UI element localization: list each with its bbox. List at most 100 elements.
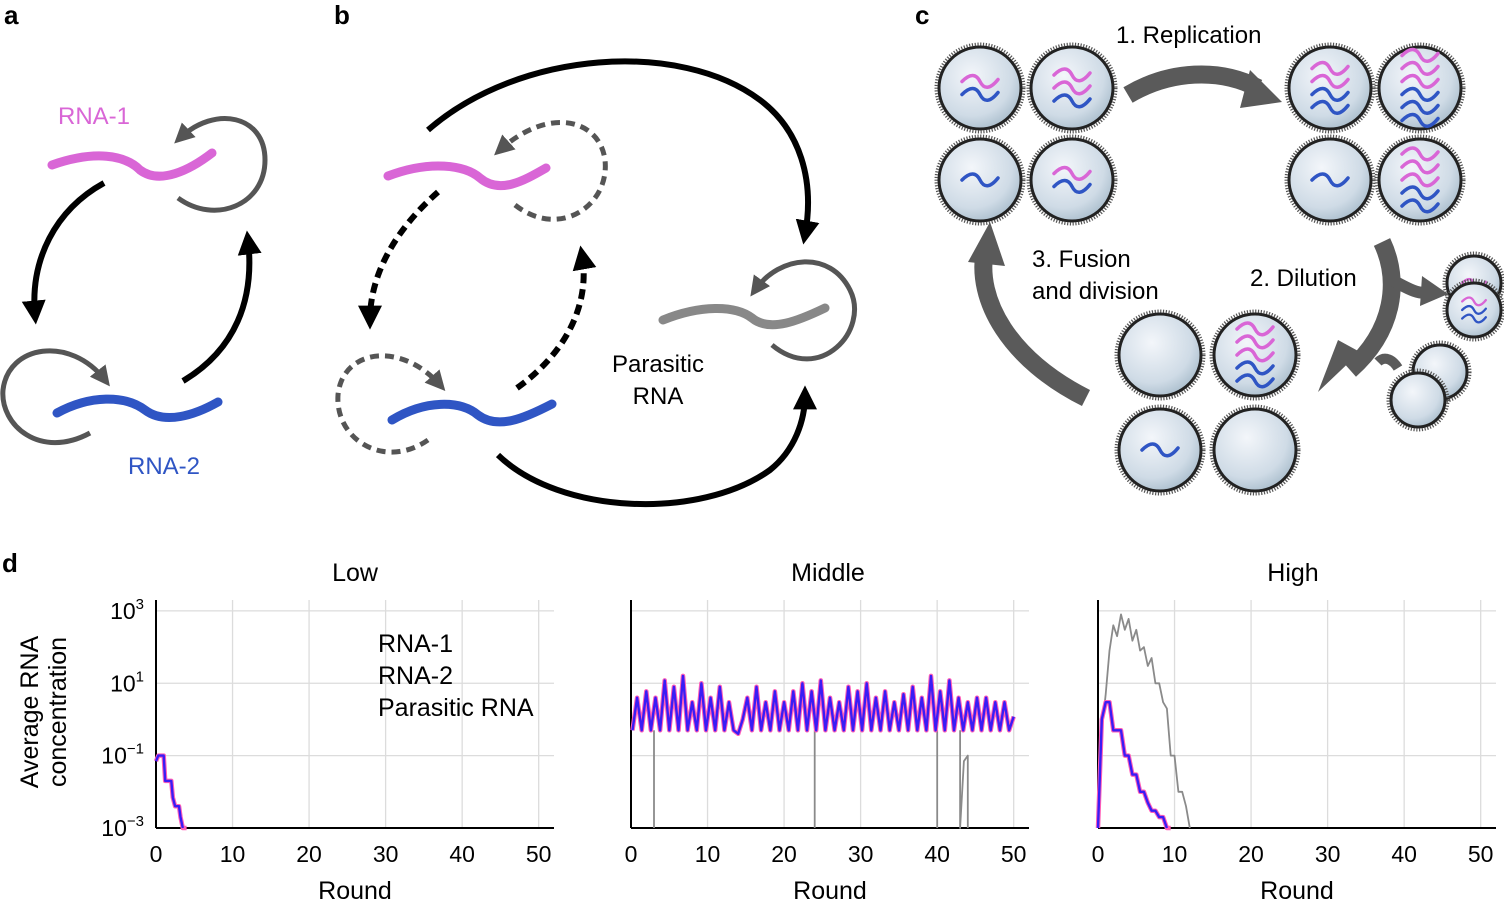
panel-letter-d: d <box>2 548 18 578</box>
chart-title: Middle <box>791 559 865 587</box>
vesicle-replicated-2 <box>1374 42 1466 134</box>
vesicle-replicated-4 <box>1374 134 1466 226</box>
x-tick-label: 50 <box>1468 841 1494 867</box>
rna2-wave <box>1235 373 1275 389</box>
step3-label-line2: and division <box>1032 278 1159 305</box>
vesicle-group <box>934 42 1504 496</box>
b-rna2-to-rna1-dashed-arrow <box>515 245 597 391</box>
dilution-branch2-shaft <box>1374 353 1403 371</box>
rna2-strand <box>52 394 223 422</box>
x-axis-label: Round <box>1260 877 1334 902</box>
x-tick-label: 10 <box>220 841 246 867</box>
legend-entry: Parasitic RNA <box>378 694 534 722</box>
parasitic-rna-label-line1: Parasitic <box>612 351 704 378</box>
vesicle-divided-4 <box>1209 404 1301 496</box>
rna1-wave <box>1235 334 1275 350</box>
y-axis-label-line: Average RNA <box>16 635 44 788</box>
x-axis-label: Round <box>793 877 867 902</box>
vesicle-divided-1 <box>1114 309 1206 401</box>
dilution-arrow-head <box>1318 340 1360 392</box>
rna2-wave <box>1310 86 1350 102</box>
rna1-wave <box>1400 146 1440 162</box>
series-line-parasitic-rna <box>959 730 969 829</box>
step3-label-line1: 3. Fusion <box>1032 246 1131 273</box>
vesicle-diluted-2 <box>1442 278 1504 342</box>
rna1-wave <box>1235 321 1275 337</box>
rna2-wave <box>1400 198 1440 214</box>
rna1-wave <box>1052 67 1092 83</box>
rna2-wave <box>1460 304 1488 315</box>
y-tick-label: 10−3 <box>101 813 144 841</box>
x-tick-label: 20 <box>771 841 797 867</box>
series-line-rna-1 <box>1095 699 1171 831</box>
rna2-wave <box>1235 360 1275 376</box>
replication-arrow-shaft <box>1123 65 1263 103</box>
x-tick-label: 20 <box>296 841 322 867</box>
panel-letter-b: b <box>334 0 350 30</box>
series-line-rna-2 <box>1096 701 1169 829</box>
panel-b: Parasitic RNA <box>335 58 857 508</box>
b-rna1-to-rna2-dashed-arrow <box>358 189 440 330</box>
rna2-to-parasite-arrow <box>495 385 817 508</box>
rna1-to-rna2-arrow <box>21 180 106 325</box>
panel-c: 1. Replication 2. Dilution 3. Fusion and… <box>934 22 1504 496</box>
rna1-wave <box>1400 172 1440 188</box>
b-rna2-loop-arrow <box>335 353 446 455</box>
chart-grid <box>1098 600 1496 828</box>
legend-entry: RNA-2 <box>378 662 453 690</box>
rna2-loop-arrow <box>0 348 110 446</box>
dilution-arrow-shaft <box>1343 238 1401 377</box>
b-rna1-loop-arrow <box>494 120 608 222</box>
rna1-loop-arrow <box>174 116 268 213</box>
x-tick-label: 50 <box>526 841 552 867</box>
rna2-wave <box>1052 178 1092 194</box>
chart-grid <box>156 600 554 828</box>
panel-a: RNA-1 RNA-2 <box>0 103 268 480</box>
x-tick-label: 0 <box>1092 841 1105 867</box>
rna1-wave <box>1235 347 1275 363</box>
y-tick-label: 101 <box>110 668 144 696</box>
fusion-arrow-head <box>968 222 1005 266</box>
replication-arrow-head <box>1240 70 1282 108</box>
chart-title: Low <box>332 559 379 587</box>
x-tick-label: 10 <box>695 841 721 867</box>
x-tick-label: 40 <box>1391 841 1417 867</box>
rna2-wave <box>960 86 1000 102</box>
rna1-wave <box>1310 73 1350 89</box>
x-tick-label: 40 <box>924 841 950 867</box>
x-tick-label: 0 <box>150 841 163 867</box>
y-tick-label: 10−1 <box>101 741 144 769</box>
rna2-wave <box>1400 185 1440 201</box>
vesicle-start-2 <box>1026 42 1118 134</box>
series-line-parasitic-rna <box>1097 613 1191 829</box>
x-tick-label: 0 <box>625 841 638 867</box>
rna2-wave <box>960 172 1000 188</box>
rna2-wave <box>1052 93 1092 109</box>
rna1-wave <box>1400 73 1440 89</box>
rna2-to-rna1-arrow <box>181 230 262 384</box>
y-axis-label-line: concentration <box>44 637 72 787</box>
vesicle-start-1 <box>934 42 1026 134</box>
parasite-loop-arrow <box>750 259 857 362</box>
x-tick-label: 10 <box>1162 841 1188 867</box>
rna1-wave <box>1052 80 1092 96</box>
series-line-rna-2 <box>631 674 1015 735</box>
rna2-wave <box>1400 99 1440 115</box>
rna2-wave <box>1400 112 1440 128</box>
rna1-wave <box>1400 60 1440 76</box>
x-tick-label: 40 <box>449 841 475 867</box>
x-tick-label: 30 <box>1315 841 1341 867</box>
rna2-wave <box>1400 86 1440 102</box>
rna1-strand <box>47 148 217 181</box>
x-tick-label: 30 <box>848 841 874 867</box>
rna1-wave <box>1052 165 1092 181</box>
vesicle-start-3 <box>934 134 1026 226</box>
rna2-label: RNA-2 <box>128 453 200 480</box>
panel-letter-a: a <box>4 0 19 30</box>
b-rna2-strand <box>387 399 557 427</box>
rna2-wave <box>1310 172 1350 188</box>
